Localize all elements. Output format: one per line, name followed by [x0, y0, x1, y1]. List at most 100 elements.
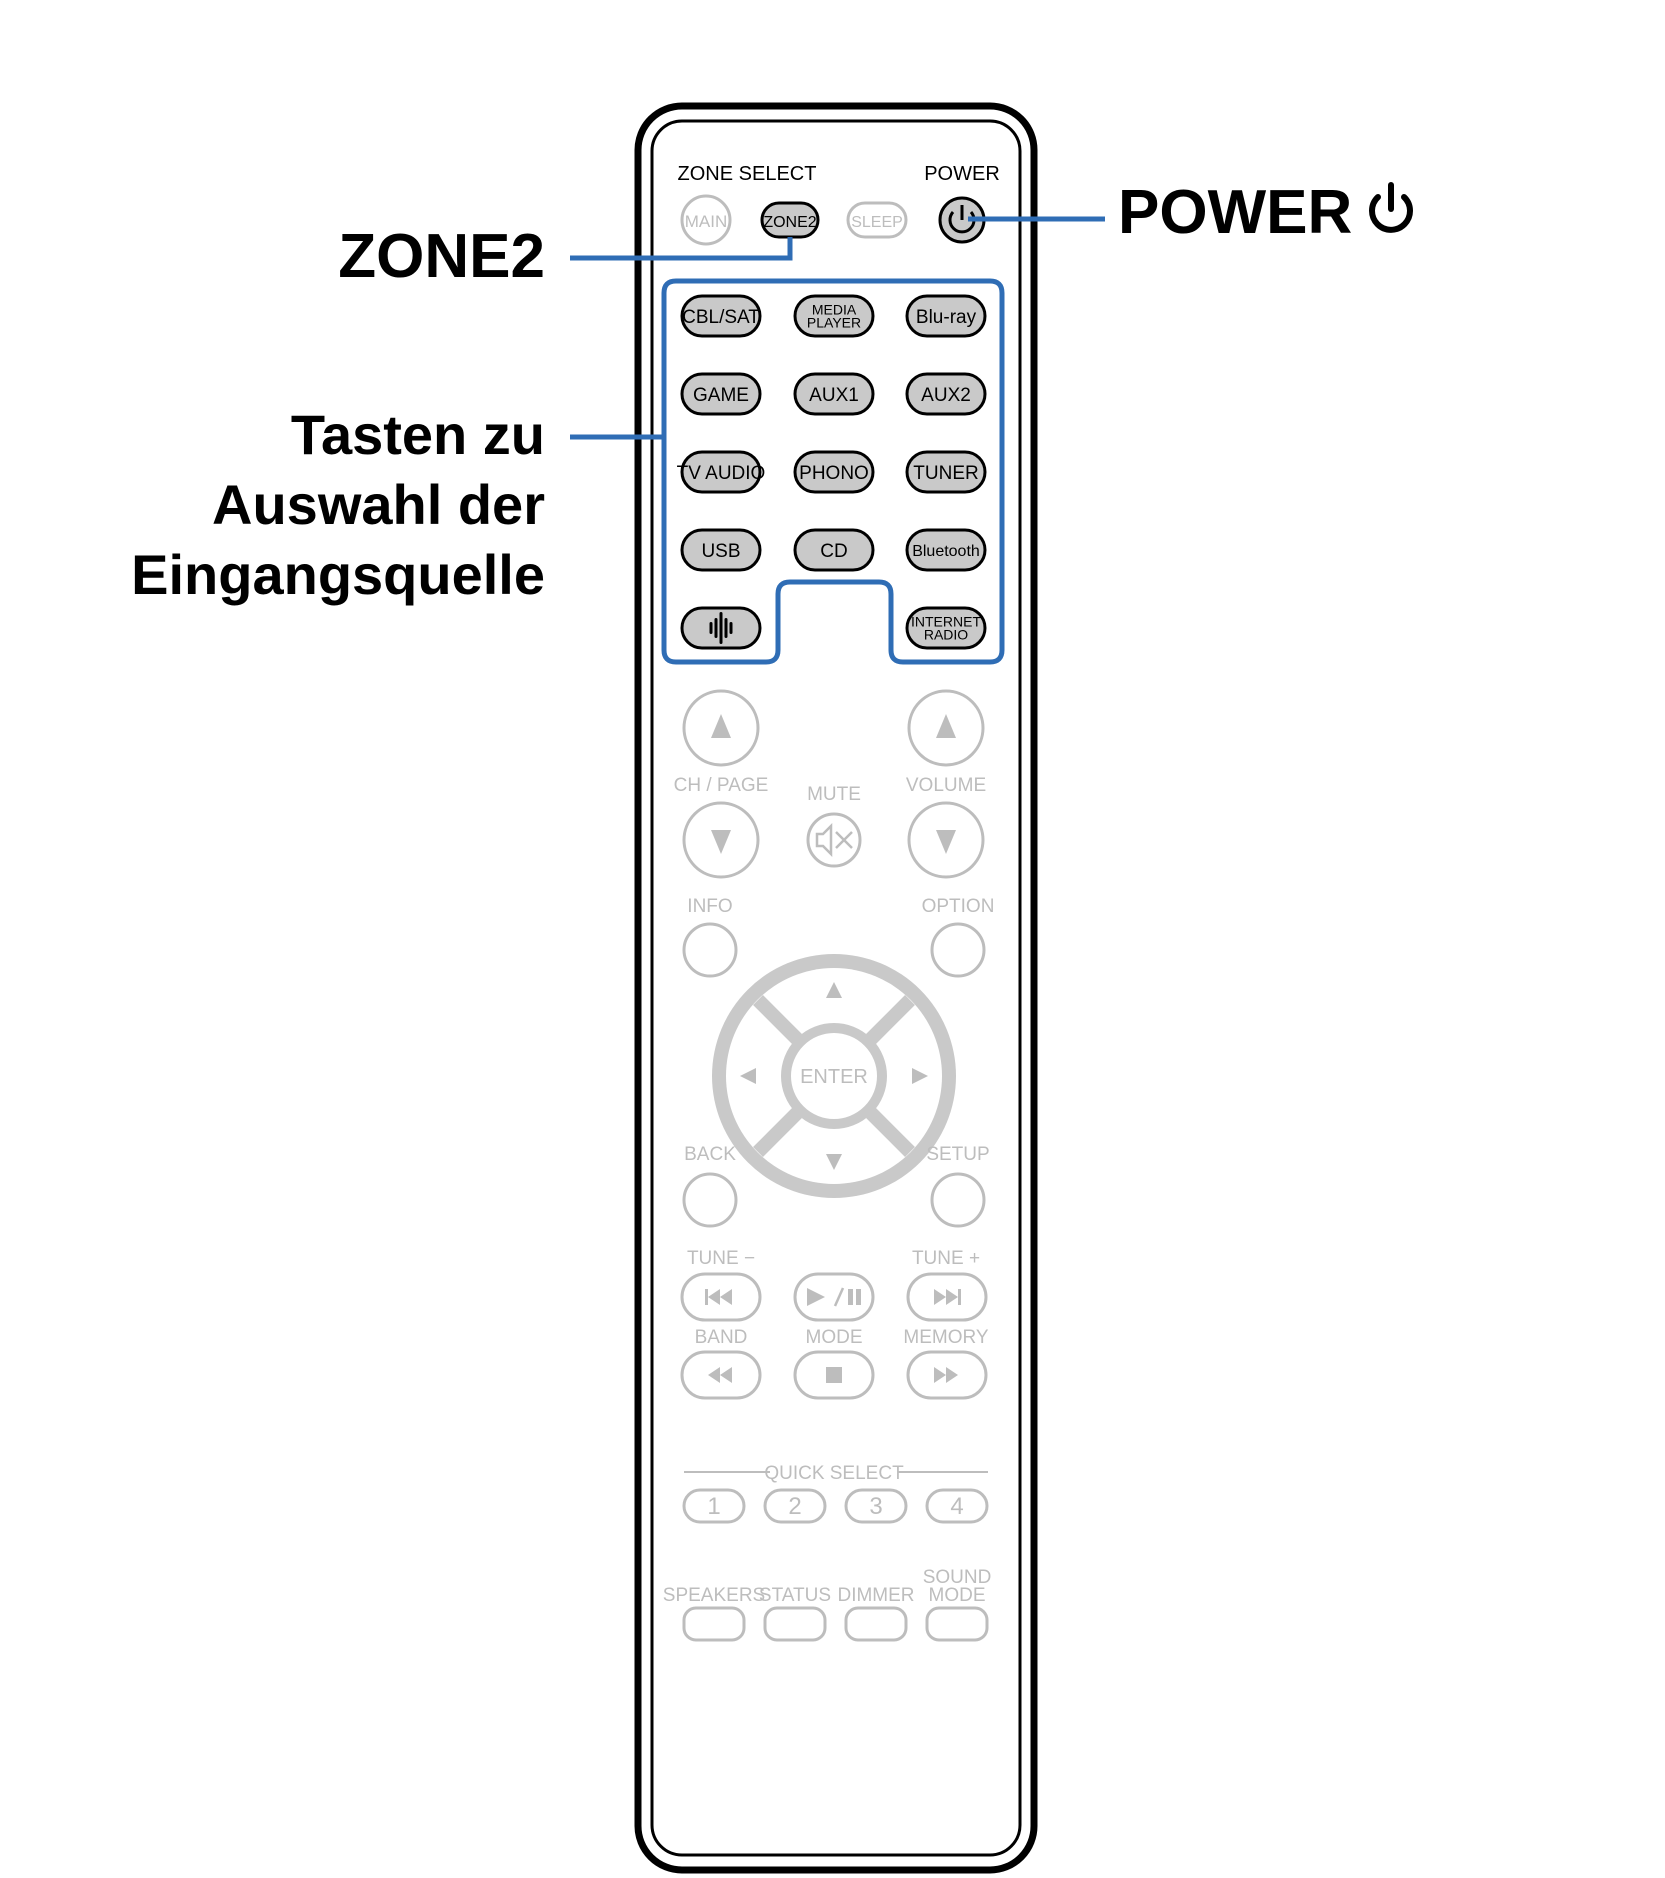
source-button-label: AUX1: [809, 385, 859, 406]
ch-page-down-button[interactable]: [682, 801, 760, 879]
sleep-button[interactable]: SLEEP: [846, 201, 908, 239]
quick-select-button-2[interactable]: 2: [763, 1488, 827, 1524]
band-label: BAND: [695, 1327, 748, 1348]
source-button-label: TV AUDIO: [677, 463, 766, 484]
mute-button[interactable]: [806, 812, 862, 868]
dpad-right-icon: [912, 1068, 928, 1084]
bottom-button-label: DIMMER: [837, 1585, 914, 1606]
volume-down-button[interactable]: [907, 801, 985, 879]
navigation-dpad[interactable]: ENTER: [712, 954, 956, 1198]
ch-page-up-button[interactable]: [682, 689, 760, 767]
dpad-left-icon: [740, 1068, 756, 1084]
option-label: OPTION: [922, 896, 995, 917]
bottom-button-dimmer[interactable]: DIMMER: [837, 1585, 915, 1642]
mode-label: MODE: [806, 1327, 863, 1348]
source-button-label: MEDIA: [812, 301, 857, 317]
down-arrow-icon: [936, 830, 956, 854]
option-button[interactable]: [930, 922, 986, 978]
stop-icon: [826, 1367, 842, 1383]
mute-label: MUTE: [807, 784, 861, 805]
source-button-tuner[interactable]: TUNER: [905, 450, 987, 494]
play-pause-button[interactable]: [793, 1272, 875, 1322]
source-button-heos-icon[interactable]: [680, 606, 762, 650]
skip-back-icon: [705, 1289, 732, 1305]
down-arrow-icon: [711, 830, 731, 854]
power-button[interactable]: [938, 196, 986, 244]
rewind-icon: [708, 1367, 732, 1383]
volume-label: VOLUME: [906, 775, 986, 796]
bottom-button-label: SOUND: [923, 1567, 992, 1588]
svg-text:MAIN: MAIN: [685, 212, 728, 231]
remote-inner-border: [650, 119, 1022, 1857]
quick-select-button-1[interactable]: 1: [682, 1488, 746, 1524]
source-button-aux1[interactable]: AUX1: [793, 372, 875, 416]
zone2-button[interactable]: ZONE2: [760, 201, 820, 239]
source-button-label: PLAYER: [807, 315, 861, 331]
fast-forward-button[interactable]: [906, 1350, 988, 1400]
skip-forward-button[interactable]: [906, 1272, 988, 1322]
up-arrow-icon: [711, 714, 731, 738]
source-button-cbl-sat[interactable]: CBL/SAT: [680, 294, 762, 338]
skip-forward-icon: [934, 1289, 961, 1305]
memory-label: MEMORY: [903, 1327, 988, 1348]
dpad-down-icon: [826, 1154, 842, 1170]
source-button-label: AUX2: [921, 385, 971, 406]
source-button-tv-audio[interactable]: TV AUDIO: [677, 450, 766, 494]
source-button-game[interactable]: GAME: [680, 372, 762, 416]
enter-button: [781, 1023, 887, 1129]
up-arrow-icon: [936, 714, 956, 738]
source-button-label: CD: [820, 541, 847, 562]
source-button-label: GAME: [693, 385, 749, 406]
ch-page-label: CH / PAGE: [674, 775, 769, 796]
heos-icon: [709, 612, 733, 644]
source-button-label: RADIO: [924, 627, 968, 643]
tune-minus-label: TUNE −: [687, 1248, 755, 1269]
quick-select-number: 3: [869, 1493, 882, 1520]
bottom-button-status[interactable]: STATUS: [759, 1585, 831, 1642]
source-button-phono[interactable]: PHONO: [793, 450, 875, 494]
quick-select-label: QUICK SELECT: [764, 1463, 904, 1484]
stop-button[interactable]: [793, 1350, 875, 1400]
bottom-button-speakers[interactable]: SPEAKERS: [663, 1585, 765, 1642]
svg-text:ZONE2: ZONE2: [763, 214, 816, 231]
source-button-bluetooth[interactable]: Bluetooth: [905, 528, 987, 572]
info-button[interactable]: [682, 922, 738, 978]
tune-plus-label: TUNE +: [912, 1248, 980, 1269]
back-button[interactable]: [682, 1172, 738, 1228]
source-button-cd[interactable]: CD: [793, 528, 875, 572]
source-button-label: CBL/SAT: [682, 307, 760, 328]
dpad-up-icon: [826, 982, 842, 998]
zone2-callout: ZONE2: [338, 222, 545, 291]
quick-select-button-4[interactable]: 4: [925, 1488, 989, 1524]
source-button-blu-ray[interactable]: Blu-ray: [905, 294, 987, 338]
power-callout: POWER: [1118, 178, 1416, 252]
source-button-usb[interactable]: USB: [680, 528, 762, 572]
power-callout-text: POWER: [1118, 178, 1353, 247]
zone2-callout-line: [570, 237, 793, 261]
quick-select-button-3[interactable]: 3: [844, 1488, 908, 1524]
source-button-label: Bluetooth: [912, 543, 980, 560]
skip-back-button[interactable]: [680, 1272, 762, 1322]
svg-text:SLEEP: SLEEP: [851, 214, 903, 231]
source-button-label: Blu-ray: [916, 307, 977, 328]
bottom-button-label: STATUS: [759, 1585, 831, 1606]
input-select-callout: Tasten zu Auswahl der Eingangsquelle: [80, 400, 545, 610]
source-button-label: INTERNET: [911, 613, 981, 629]
source-button-aux2[interactable]: AUX2: [905, 372, 987, 416]
setup-label: SETUP: [926, 1144, 989, 1165]
input-callout-line-2: Auswahl der: [212, 473, 545, 536]
setup-button[interactable]: [930, 1172, 986, 1228]
quick-select-number: 4: [950, 1493, 963, 1520]
rewind-button[interactable]: [680, 1350, 762, 1400]
volume-up-button[interactable]: [907, 689, 985, 767]
main-button[interactable]: MAIN: [680, 194, 732, 246]
input-callout-line-1: Tasten zu: [290, 403, 545, 466]
